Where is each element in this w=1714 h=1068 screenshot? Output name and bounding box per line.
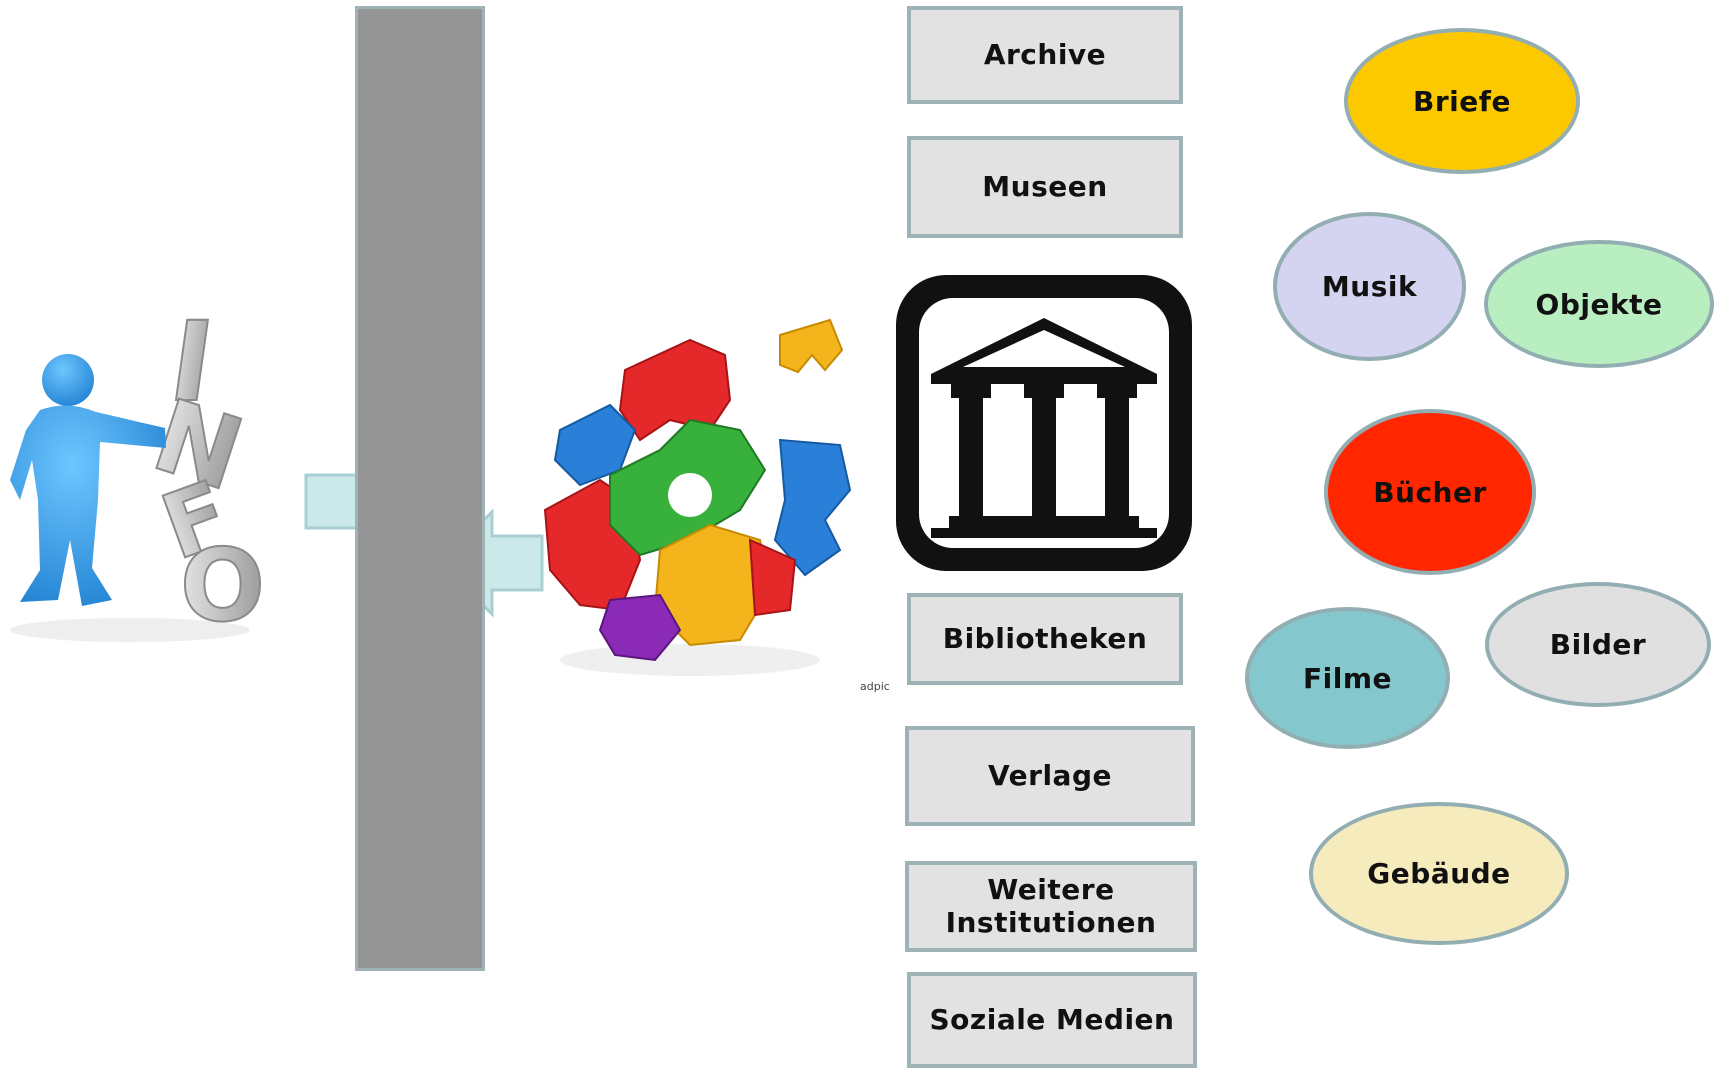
bibliotheken-box: Bibliotheken — [907, 593, 1183, 685]
weitere-institutionen-box: Weitere Institutionen — [905, 861, 1197, 952]
museen-box: Museen — [907, 136, 1183, 238]
buecher-oval: Bücher — [1324, 409, 1536, 575]
barrier-bar — [355, 6, 485, 971]
puzzle-gears-icon — [543, 318, 852, 676]
verlage-box: Verlage — [905, 726, 1195, 826]
archive-box: Archive — [907, 6, 1183, 104]
objekte-oval: Objekte — [1484, 240, 1714, 368]
briefe-oval: Briefe — [1344, 28, 1580, 174]
info-letter-o: O — [180, 527, 265, 644]
watermark-label: adpic — [860, 680, 890, 693]
musik-oval: Musik — [1273, 212, 1466, 361]
bilder-oval: Bilder — [1485, 582, 1711, 707]
gebaeude-oval: Gebäude — [1309, 802, 1569, 945]
filme-oval: Filme — [1245, 607, 1450, 749]
soziale-medien-box: Soziale Medien — [907, 972, 1197, 1068]
person-info-icon: I N F O — [10, 300, 266, 645]
institution-building-icon — [896, 275, 1192, 571]
